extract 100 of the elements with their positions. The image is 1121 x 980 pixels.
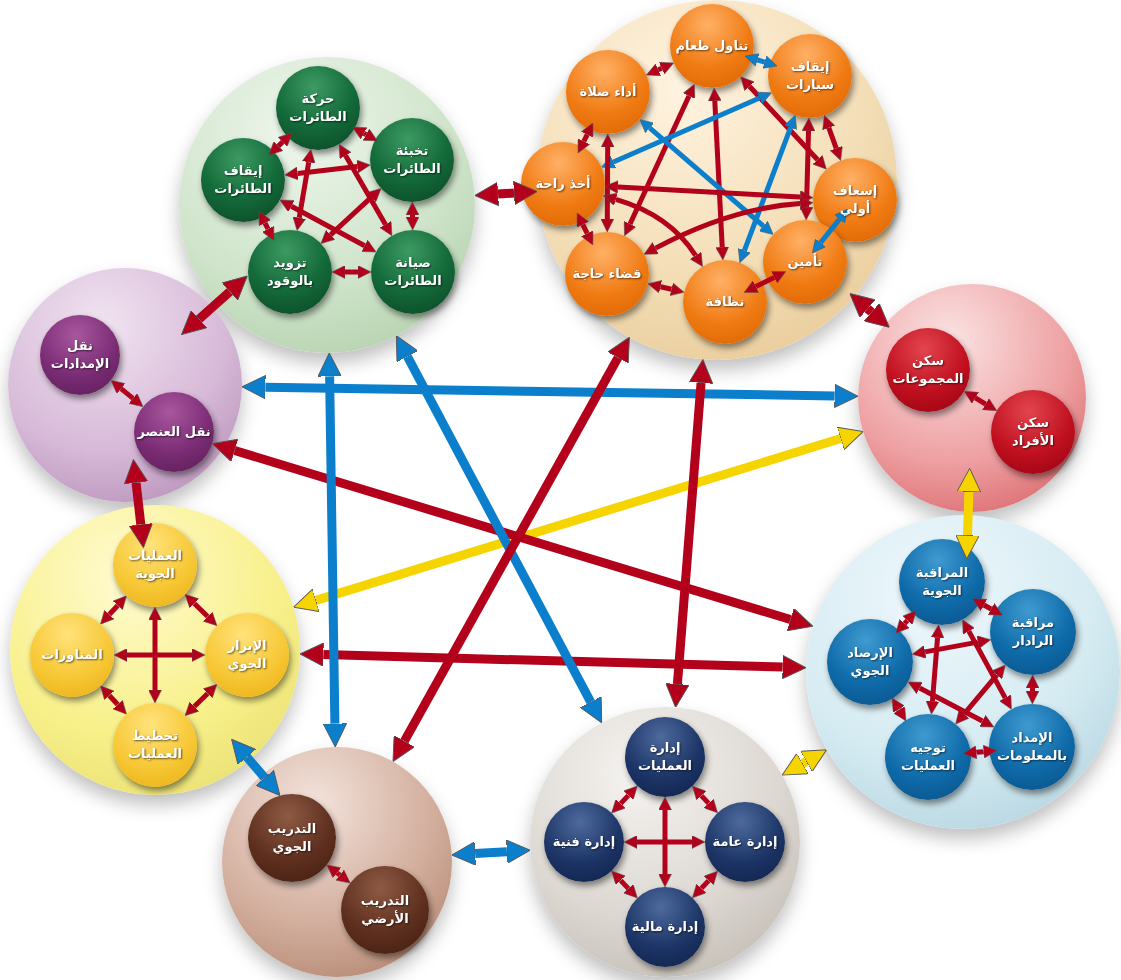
double-arrow: [743, 271, 787, 293]
double-arrow: [110, 380, 144, 407]
double-arrow: [822, 115, 843, 161]
double-arrow: [692, 870, 718, 899]
double-arrow: [123, 458, 153, 549]
double-arrow: [320, 188, 382, 244]
double-arrow: [744, 53, 778, 69]
double-arrow: [451, 839, 531, 866]
double-arrow: [268, 132, 293, 156]
double-arrow: [299, 642, 807, 680]
double-arrow: [474, 180, 538, 207]
double-arrow: [113, 648, 206, 662]
double-arrow: [955, 664, 1006, 725]
double-arrow: [317, 352, 348, 748]
double-arrow: [646, 62, 674, 76]
node-label: إدارة مالية: [630, 918, 700, 936]
node-label: التدريب الأرضي: [359, 892, 411, 928]
node-label: إيقاف سيارات: [785, 58, 835, 94]
double-arrow: [184, 594, 218, 626]
double-arrow: [231, 738, 281, 796]
node-label: نظافة: [704, 293, 746, 311]
double-arrow: [326, 864, 351, 884]
double-arrow: [740, 76, 827, 170]
double-arrow: [963, 391, 998, 411]
double-arrow: [963, 744, 997, 760]
node-label: التدريب الجوي: [266, 820, 318, 856]
double-arrow: [972, 598, 1003, 616]
double-arrow: [692, 785, 718, 814]
double-arrow: [738, 115, 797, 263]
node-label: تزويد بالوقود: [265, 254, 315, 290]
double-arrow: [284, 159, 371, 181]
double-arrow: [647, 280, 685, 296]
node-label: الإمداد بالمعلومات: [995, 729, 1069, 765]
double-arrow: [955, 467, 982, 560]
double-arrow: [665, 359, 714, 708]
node-label: أداء صلاة: [578, 83, 638, 101]
double-arrow: [600, 133, 615, 233]
double-arrow: [331, 265, 372, 279]
node-label: تخطيط العمليات: [127, 727, 183, 763]
double-arrow: [148, 606, 162, 704]
node-label: الإبرار الجوي: [226, 637, 268, 673]
node-label: الإرصاد الجوي: [846, 644, 894, 680]
node-label: أخذ راحة: [534, 175, 592, 193]
node-label: توجيه العمليات: [900, 739, 956, 775]
double-arrow: [293, 426, 864, 612]
double-arrow: [623, 835, 706, 849]
double-arrow: [601, 91, 772, 169]
double-arrow: [241, 375, 859, 409]
double-arrow: [181, 275, 248, 336]
double-arrow: [623, 83, 696, 237]
node-label: تأمين: [786, 253, 824, 271]
double-arrow: [1025, 674, 1040, 705]
node-label: تناول طعام: [674, 37, 750, 55]
node-label: إسعاف أولي: [831, 182, 879, 218]
double-arrow: [392, 336, 630, 762]
double-arrow: [576, 212, 594, 246]
double-arrow: [611, 785, 638, 814]
double-arrow: [352, 126, 378, 142]
double-arrow: [849, 293, 890, 328]
node-label: إدارة فنية: [551, 833, 617, 851]
double-arrow: [184, 684, 218, 716]
node-label: قضاء حاجة: [571, 265, 643, 283]
double-arrow: [708, 87, 729, 261]
node-label: إيقاف الطائرات: [213, 162, 273, 198]
double-arrow: [292, 149, 316, 231]
node-label: نقل الإمدادات: [49, 337, 111, 373]
double-arrow: [781, 749, 828, 776]
double-arrow: [962, 619, 1012, 710]
node-label: المناورات: [40, 646, 104, 664]
double-arrow: [395, 335, 603, 724]
double-arrow: [658, 796, 672, 888]
node-label: إدارة عامة: [711, 833, 779, 851]
double-arrow: [639, 119, 774, 235]
node-label: تخبئة الطائرات: [382, 142, 442, 178]
node-label: المراقبة الجوية: [914, 564, 970, 600]
double-arrow: [279, 199, 377, 253]
node-label: العمليات الجوية: [127, 547, 183, 583]
double-arrow: [100, 595, 127, 625]
node-label: مراقبة الرادار: [1010, 614, 1056, 650]
double-arrow: [912, 635, 991, 659]
node-label: صيانة الطائرات: [383, 254, 443, 290]
node-label: سكن الأفراد: [1011, 414, 1055, 450]
double-arrow: [211, 438, 814, 632]
double-arrow: [577, 122, 594, 154]
double-arrow: [100, 685, 127, 715]
double-arrow: [643, 196, 814, 255]
double-arrow: [405, 201, 420, 231]
double-arrow: [258, 211, 275, 241]
node-label: نقل العنصر: [136, 423, 212, 441]
double-arrow: [907, 681, 995, 728]
double-arrow: [603, 192, 704, 267]
double-arrow: [611, 870, 638, 899]
double-arrow: [925, 624, 945, 715]
double-arrow: [799, 117, 816, 221]
node-label: سكن المجموعات: [891, 352, 965, 388]
double-arrow: [338, 144, 393, 236]
double-arrow: [891, 697, 907, 722]
double-arrow: [895, 610, 917, 634]
node-label: حركة الطائرات: [288, 90, 348, 126]
node-label: إدارة العمليات: [637, 739, 693, 775]
